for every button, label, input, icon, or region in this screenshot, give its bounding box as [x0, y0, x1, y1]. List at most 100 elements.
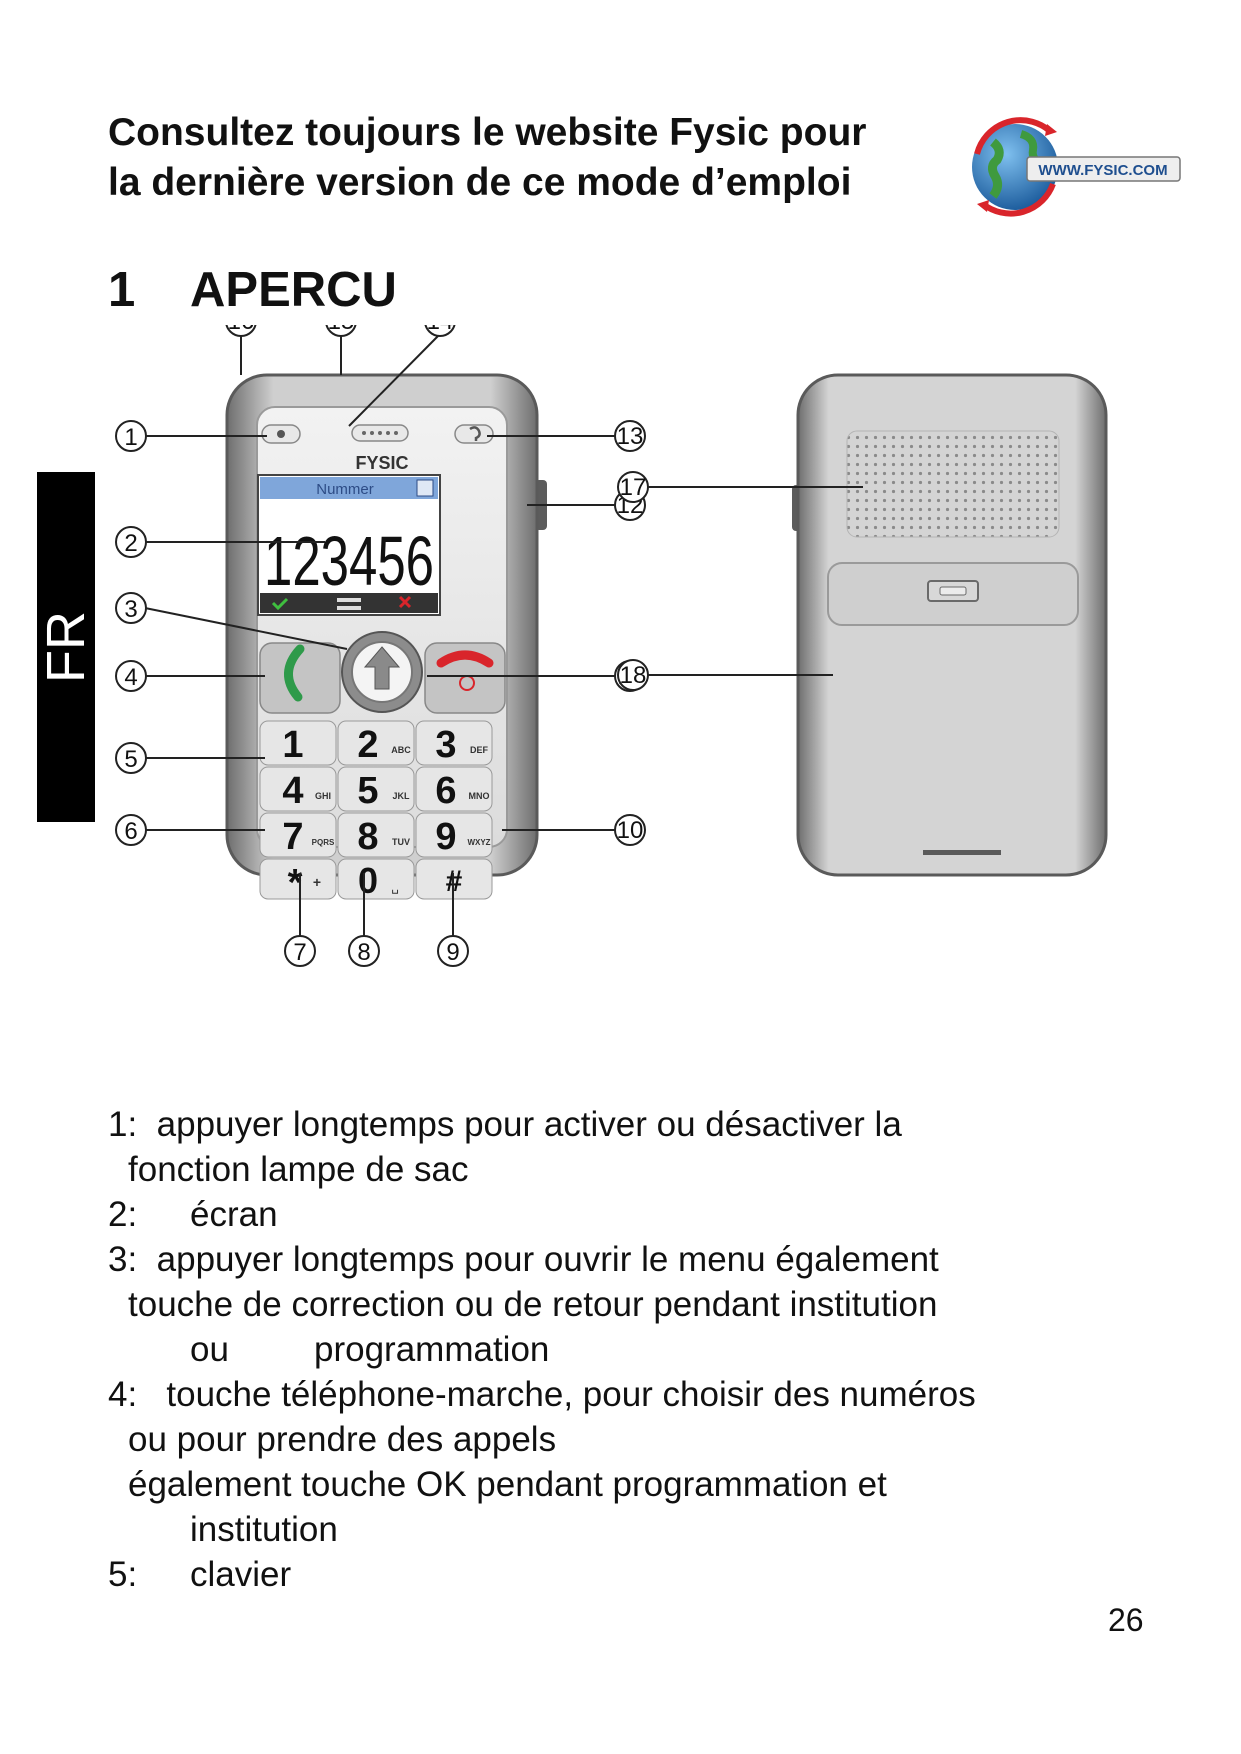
desc-3-line-1: 3: appuyer longtemps pour ouvrir le menu…: [108, 1237, 1108, 1282]
callout-16: 16: [225, 325, 257, 337]
page-number: 26: [1108, 1602, 1144, 1638]
language-tab-label: FR: [36, 611, 96, 683]
key-6: 6: [435, 770, 456, 812]
key-2-letters: ABC: [391, 745, 411, 755]
key-6-letters: MNO: [469, 791, 490, 801]
desc-3-label: 3:: [108, 1240, 138, 1279]
callout-10: 10: [614, 814, 646, 846]
torch-icon: [277, 430, 285, 438]
language-tab: FR: [36, 472, 96, 822]
speaker-grille: [846, 430, 1060, 538]
key-0: 0: [358, 860, 378, 901]
desc-1-line-2: fonction lampe de sac: [128, 1150, 469, 1189]
svg-text:14: 14: [427, 325, 454, 335]
callout-14: 14: [424, 325, 456, 337]
svg-text:17: 17: [620, 474, 647, 501]
key-8: 8: [357, 816, 378, 858]
desc-3-line-3: ou programmation: [108, 1327, 1108, 1372]
callout-13: 13: [614, 420, 646, 452]
svg-text:13: 13: [617, 423, 644, 450]
description-list: 1: appuyer longtemps pour activer ou dés…: [108, 1102, 1108, 1597]
desc-3-line-2: touche de correction ou de retour pendan…: [128, 1285, 938, 1324]
bottom-slot: [923, 850, 1001, 855]
svg-text:3: 3: [124, 596, 137, 623]
svg-text:1: 1: [124, 424, 137, 451]
key-4: 4: [282, 770, 303, 812]
phone-front: FYSIC Nummer 123456: [225, 373, 547, 904]
svg-text:2: 2: [124, 530, 137, 557]
desc-4-text-1: touche téléphone-marche, pour choisir de…: [166, 1375, 976, 1414]
key-8-letters: TUV: [392, 837, 410, 847]
key-3: 3: [435, 724, 456, 766]
arrow-icon: [974, 117, 1054, 155]
header-line-1: Consultez toujours le website Fysic pour: [108, 111, 867, 154]
desc-5-line-1: 5: clavier: [108, 1552, 1108, 1597]
logo-text: WWW.FYSIC.COM: [1038, 162, 1167, 179]
callout-7: 7: [284, 935, 316, 967]
svg-text:6: 6: [124, 818, 137, 845]
ok-icon: [271, 597, 289, 611]
screen-label: Nummer: [316, 481, 374, 498]
logo-banner: [1026, 156, 1181, 182]
desc-1-line-1: 1: appuyer longtemps pour activer ou dés…: [108, 1102, 1108, 1147]
key-4-letters: GHI: [315, 791, 331, 801]
svg-text:5: 5: [124, 746, 137, 773]
callout-9: 9: [437, 935, 469, 967]
desc-4-label: 4:: [108, 1375, 138, 1414]
callout-6: 6: [115, 814, 147, 846]
callout-lines: [144, 333, 863, 937]
up-arrow-icon: [363, 646, 401, 690]
callout-5: 5: [115, 742, 147, 774]
call-key: [259, 642, 341, 714]
phone-brand: FYSIC: [355, 453, 408, 473]
green-handset-icon: [284, 644, 305, 702]
key-hash: #: [446, 865, 463, 898]
callouts: 1 2 3 4 5 6 7 8 9 10 11 12 13 14 15 16 1…: [115, 325, 649, 967]
svg-text:8: 8: [357, 939, 370, 966]
svg-text:15: 15: [328, 325, 355, 335]
svg-text:9: 9: [446, 939, 459, 966]
section-heading: APERCU: [190, 263, 397, 317]
desc-1-label: 1:: [108, 1105, 138, 1144]
desc-5-label: 5:: [108, 1555, 138, 1594]
desc-4-line-3: également touche OK pendant programmatio…: [128, 1465, 887, 1504]
desc-2-label: 2:: [108, 1195, 138, 1234]
key-9-letters: WXYZ: [467, 838, 490, 847]
desc-1-text-1: appuyer longtemps pour activer ou désact…: [156, 1105, 902, 1144]
desc-2-text-1: écran: [190, 1195, 278, 1234]
ear-icon: [469, 426, 481, 441]
page-header: Consultez toujours le website Fysic pour…: [108, 108, 948, 208]
callout-18: 18: [617, 659, 649, 691]
key-3-letters: DEF: [470, 745, 489, 755]
svg-text:16: 16: [228, 325, 255, 335]
key-0-letters: ␣: [391, 880, 399, 894]
screen-softkey-bar: [260, 593, 438, 613]
back-icon: [337, 598, 361, 602]
header-line-2: la dernière version de ce mode d’emploi: [108, 161, 852, 204]
desc-4-line-4: institution: [190, 1510, 338, 1549]
keypad: 1 2 ABC 3 DEF 4 GHI 5 JKL 6 MNO 7 PQRS 8…: [259, 720, 493, 904]
key-2: 2: [357, 724, 378, 766]
key-5-letters: JKL: [392, 791, 410, 801]
screen-number: 123456: [264, 522, 434, 600]
key-7-letters: PQRS: [312, 838, 335, 847]
red-handset-icon: [436, 650, 494, 668]
key-star-letters: +: [313, 874, 321, 890]
desc-5-text-1: clavier: [190, 1555, 292, 1594]
callout-8: 8: [348, 935, 380, 967]
callout-15: 15: [325, 325, 357, 337]
cancel-icon: [398, 595, 412, 609]
callout-4: 4: [115, 660, 147, 692]
desc-4-line-2: ou pour prendre des appels: [128, 1420, 557, 1459]
phone-diagram: FYSIC Nummer 123456: [115, 325, 1108, 967]
callout-2: 2: [115, 526, 147, 558]
svg-text:10: 10: [617, 817, 644, 844]
key-7: 7: [282, 816, 303, 858]
svg-text:4: 4: [124, 664, 137, 691]
callout-17: 17: [617, 471, 649, 503]
key-5: 5: [357, 770, 378, 812]
phone-back: [792, 373, 1108, 877]
desc-4-line-1: 4: touche téléphone-marche, pour choisir…: [108, 1372, 1108, 1417]
desc-3-text-3: ou: [190, 1330, 229, 1369]
desc-3-text-4: programmation: [314, 1330, 550, 1369]
